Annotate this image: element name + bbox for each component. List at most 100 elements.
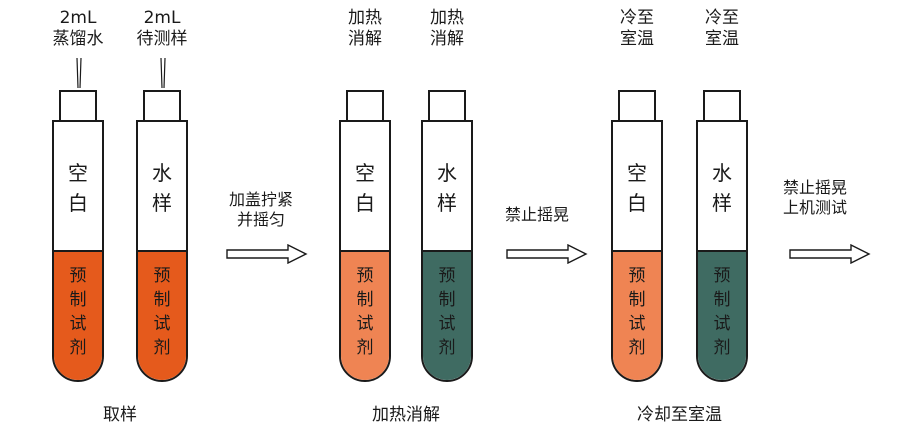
step-label-line: 上机测试 — [782, 198, 847, 217]
tube-top-label-line: 加热 — [430, 8, 464, 28]
step-label-line: 并摇匀 — [236, 210, 285, 229]
tube-cap — [703, 90, 741, 122]
tube-sample-label: 空白 — [613, 158, 661, 218]
step-label: 禁止摇晃 — [482, 205, 592, 225]
tube-sample-char: 水 — [152, 161, 172, 185]
tube-top-label: 加热消解 — [325, 8, 405, 50]
reagent-char: 剂 — [69, 338, 87, 358]
pipette-icon — [76, 58, 82, 88]
tube-top-label-line: 冷至 — [705, 8, 739, 28]
reagent-char: 剂 — [153, 338, 171, 358]
reagent-char: 剂 — [438, 338, 456, 358]
step-label-line: 禁止摇晃 — [504, 205, 569, 224]
reagent-char: 剂 — [628, 338, 646, 358]
reagent-char: 试 — [713, 314, 731, 334]
reagent-char: 试 — [69, 314, 87, 334]
tube-cap — [59, 90, 97, 122]
reagent-liquid: 预制试剂 — [698, 250, 746, 380]
tube-sample-char: 样 — [437, 191, 457, 215]
step-label-line: 禁止摇晃 — [782, 178, 847, 197]
tube-sample-label: 水样 — [138, 158, 186, 218]
tube-top-label-line: 加热 — [348, 8, 382, 28]
reagent-char: 制 — [356, 290, 374, 310]
tube-sample-area: 水样 — [698, 122, 746, 250]
tube-sample-area: 空白 — [341, 122, 389, 250]
reagent-char: 试 — [153, 314, 171, 334]
reagent-label: 预制试剂 — [613, 264, 661, 360]
tube-sample-char: 空 — [355, 161, 375, 185]
pipette-icon — [160, 58, 166, 88]
tube-top-label-line: 待测样 — [136, 29, 188, 49]
test-tube: 水样预制试剂 — [421, 90, 477, 390]
tube-top-label-line: 冷至 — [620, 8, 654, 28]
reagent-char: 制 — [713, 290, 731, 310]
reagent-label: 预制试剂 — [423, 264, 471, 360]
reagent-char: 试 — [628, 314, 646, 334]
tube-body: 水样预制试剂 — [421, 120, 473, 382]
tube-top-label-line: 蒸馏水 — [52, 29, 104, 49]
tube-sample-label: 空白 — [54, 158, 102, 218]
tube-cap — [618, 90, 656, 122]
tube-sample-char: 白 — [627, 191, 647, 215]
stage-label: 取样 — [103, 405, 137, 425]
tube-top-label-line: 消解 — [430, 29, 464, 49]
stage-label: 加热消解 — [372, 405, 440, 425]
reagent-char: 制 — [628, 290, 646, 310]
test-tube: 水样预制试剂 — [696, 90, 752, 390]
reagent-label: 预制试剂 — [138, 264, 186, 360]
reagent-char: 预 — [628, 266, 646, 286]
tube-sample-char: 水 — [437, 161, 457, 185]
reagent-liquid: 预制试剂 — [138, 250, 186, 380]
tube-sample-char: 空 — [68, 161, 88, 185]
reagent-char: 预 — [69, 266, 87, 286]
step-label-line: 加盖拧紧 — [228, 190, 293, 209]
right-arrow-icon — [226, 244, 308, 264]
tube-body: 水样预制试剂 — [136, 120, 188, 382]
tube-cap — [428, 90, 466, 122]
test-tube: 空白预制试剂 — [611, 90, 667, 390]
tube-cap — [346, 90, 384, 122]
tube-sample-char: 白 — [68, 191, 88, 215]
tube-body: 空白预制试剂 — [52, 120, 104, 382]
tube-top-label-line: 室温 — [705, 29, 739, 49]
tube-cap — [143, 90, 181, 122]
tube-sample-char: 空 — [627, 161, 647, 185]
reagent-label: 预制试剂 — [54, 264, 102, 360]
tube-sample-char: 白 — [355, 191, 375, 215]
tube-body: 空白预制试剂 — [611, 120, 663, 382]
tube-body: 空白预制试剂 — [339, 120, 391, 382]
tube-top-label: 冷至室温 — [597, 8, 677, 50]
test-tube: 空白预制试剂 — [52, 90, 108, 390]
reagent-char: 制 — [153, 290, 171, 310]
reagent-char: 预 — [153, 266, 171, 286]
reagent-liquid: 预制试剂 — [423, 250, 471, 380]
tube-sample-area: 空白 — [613, 122, 661, 250]
tube-top-label-line: 2mL — [59, 8, 97, 28]
reagent-char: 剂 — [713, 338, 731, 358]
tube-top-label-line: 消解 — [348, 29, 382, 49]
reagent-liquid: 预制试剂 — [341, 250, 389, 380]
tube-top-label: 冷至室温 — [682, 8, 762, 50]
reagent-label: 预制试剂 — [698, 264, 746, 360]
reagent-char: 制 — [69, 290, 87, 310]
right-arrow-icon — [789, 244, 871, 264]
tube-sample-char: 水 — [712, 161, 732, 185]
reagent-char: 试 — [438, 314, 456, 334]
tube-sample-label: 水样 — [698, 158, 746, 218]
stage-label: 冷却至室温 — [637, 405, 722, 425]
tube-sample-area: 水样 — [138, 122, 186, 250]
tube-top-label-line: 2mL — [143, 8, 181, 28]
tube-sample-char: 样 — [712, 191, 732, 215]
tube-sample-label: 水样 — [423, 158, 471, 218]
tube-body: 水样预制试剂 — [696, 120, 748, 382]
reagent-char: 预 — [356, 266, 374, 286]
reagent-char: 剂 — [356, 338, 374, 358]
tube-sample-area: 空白 — [54, 122, 102, 250]
test-tube: 空白预制试剂 — [339, 90, 395, 390]
tube-sample-area: 水样 — [423, 122, 471, 250]
reagent-char: 预 — [713, 266, 731, 286]
reagent-liquid: 预制试剂 — [613, 250, 661, 380]
